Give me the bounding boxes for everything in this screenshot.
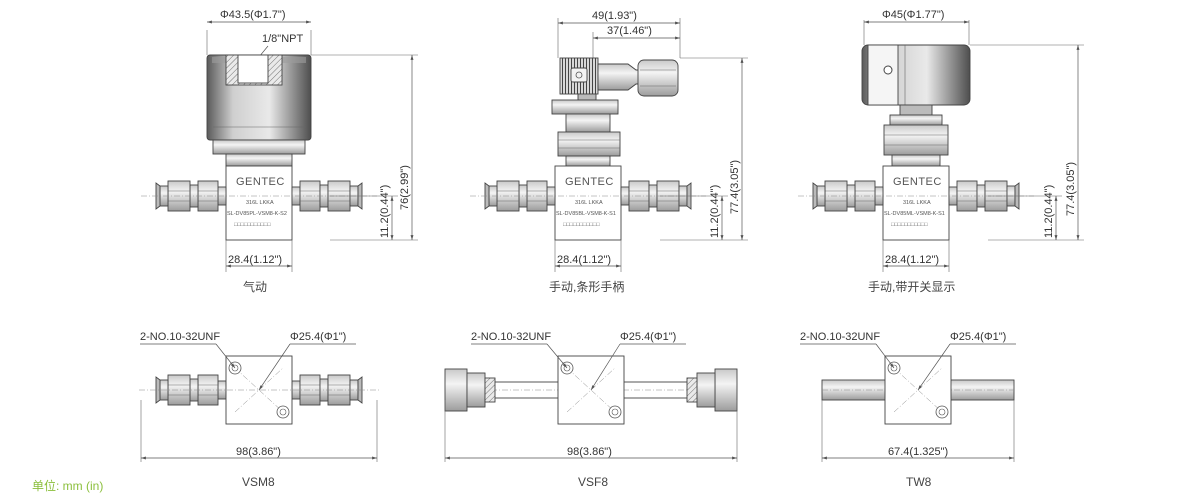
- dim-height: 76(2.99"): [399, 165, 411, 210]
- side-view-pneumatic: Φ43.5(Φ1.7") 1/8"NPT GENTEC 316L LKKA SL…: [141, 9, 418, 294]
- body-brand: GENTEC: [565, 176, 614, 188]
- side-view-indicator-handle: Φ45(Φ1.77") GENTEC 316L LKKA SL-DV85ML-V…: [798, 9, 1084, 294]
- dim-top-diameter: Φ45(Φ1.77"): [882, 9, 944, 21]
- overall-length: 98(3.86"): [567, 446, 612, 458]
- view-caption: 手动,带开关显示: [868, 280, 955, 294]
- body-brand: GENTEC: [236, 176, 285, 188]
- bottom-view-tw8: 2-NO.10-32UNF Φ25.4(Φ1") 67.4(1.325") TW…: [800, 331, 1016, 489]
- thread-callout: 2-NO.10-32UNF: [140, 331, 220, 343]
- body-model: SL-DV85BL-VSM8-K-S1: [556, 211, 616, 217]
- dim-height: 77.4(3.05"): [1065, 162, 1077, 216]
- view-caption: 手动,条形手柄: [549, 280, 624, 294]
- dim-handle-length: 49(1.93"): [592, 10, 637, 22]
- unit-note: 单位: mm (in): [32, 478, 103, 493]
- body-marking: □□□□□□□□□□□: [563, 222, 600, 228]
- dim-center-height: 11.2(0.44"): [1043, 185, 1055, 238]
- mount-diameter: Φ25.4(Φ1"): [290, 331, 346, 343]
- dim-body-width: 28.4(1.12"): [228, 254, 282, 266]
- body-material: 316L LKKA: [246, 200, 274, 206]
- view-caption: VSM8: [242, 475, 275, 489]
- view-caption: VSF8: [578, 475, 608, 489]
- bottom-view-vsf8: 2-NO.10-32UNF Φ25.4(Φ1") 98(3.86") VSF8: [444, 331, 738, 489]
- thread-callout: 2-NO.10-32UNF: [471, 331, 551, 343]
- overall-length: 98(3.86"): [236, 446, 281, 458]
- mount-diameter: Φ25.4(Φ1"): [950, 331, 1006, 343]
- dim-handle-offset: 37(1.46"): [607, 25, 652, 37]
- view-caption: 气动: [243, 279, 267, 294]
- mount-diameter: Φ25.4(Φ1"): [620, 331, 676, 343]
- dim-top-diameter: Φ43.5(Φ1.7"): [220, 9, 285, 21]
- dim-height: 77.4(3.05"): [729, 160, 741, 214]
- view-caption: TW8: [906, 475, 932, 489]
- dim-port-thread: 1/8"NPT: [262, 33, 303, 45]
- bottom-view-vsm8: 2-NO.10-32UNF Φ25.4(Φ1") 98(3.86") VSM8: [139, 331, 379, 489]
- body-brand: GENTEC: [893, 176, 942, 188]
- body-material: 316L LKKA: [903, 200, 931, 206]
- body-material: 316L LKKA: [575, 200, 603, 206]
- body-model: SL-DV85ML-VSM8-K-S1: [884, 211, 945, 217]
- dim-body-width: 28.4(1.12"): [885, 254, 939, 266]
- body-model: SL-DV85PL-VSM8-K-S2: [227, 211, 287, 217]
- thread-callout: 2-NO.10-32UNF: [800, 331, 880, 343]
- dim-center-height: 11.2(0.44"): [709, 185, 721, 238]
- overall-length: 67.4(1.325"): [888, 446, 948, 458]
- side-view-bar-handle: 49(1.93") 37(1.46") GENTEC 316L LKKA SL-…: [470, 10, 748, 294]
- dim-center-height: 11.2(0.44"): [379, 185, 391, 238]
- body-marking: □□□□□□□□□□□: [234, 222, 271, 228]
- body-marking: □□□□□□□□□□□: [891, 222, 928, 228]
- dim-body-width: 28.4(1.12"): [557, 254, 611, 266]
